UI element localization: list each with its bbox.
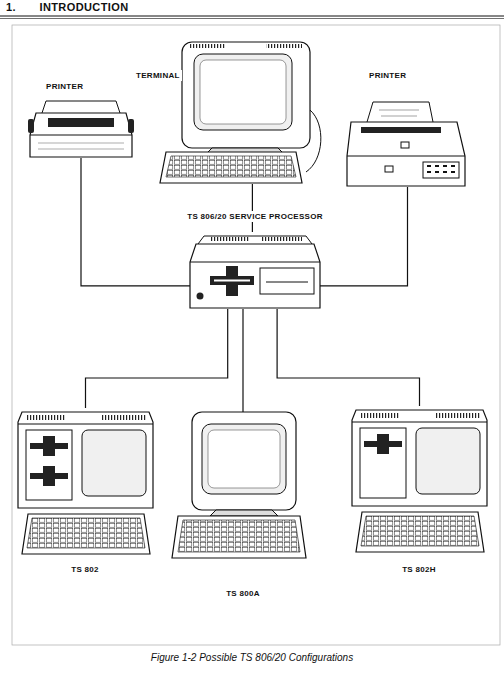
ts802h-drawing (360, 428, 406, 498)
service-processor-drawing (198, 236, 312, 244)
line-printer-drawing (385, 166, 393, 172)
dot-matrix-printer-drawing (28, 101, 134, 157)
device-label: TS 802H (400, 564, 438, 575)
line-printer-drawing (347, 122, 465, 186)
header-rule (0, 16, 504, 19)
dot-matrix-printer-drawing (128, 119, 134, 133)
device-label: TERMINAL (134, 70, 182, 81)
line-printer-drawing (379, 110, 419, 116)
figure-frame (12, 25, 500, 645)
ts800a-drawing (210, 510, 278, 516)
dot-matrix-printer-drawing (28, 119, 34, 133)
device-node: PRINTER (28, 95, 134, 158)
ts802-drawing (22, 514, 150, 554)
ts802h-drawing (416, 428, 480, 494)
cable-line (81, 158, 190, 286)
service-processor-drawing (190, 236, 320, 308)
cable-line (277, 309, 419, 406)
ts800a-drawing (208, 430, 280, 488)
ts802h-drawing (352, 410, 487, 552)
device-node: TS 806/20 SERVICE PROCESSOR (190, 232, 320, 309)
ts802h-drawing (352, 422, 487, 423)
ts802-drawing (18, 412, 153, 508)
terminal-drawing (160, 42, 321, 183)
ts800a-drawing (202, 424, 286, 494)
figure-caption: Figure 1-2 Possible TS 806/20 Configurat… (0, 651, 504, 664)
service-processor-drawing (262, 237, 302, 241)
terminal-drawing (200, 60, 286, 124)
service-processor-drawing (266, 282, 308, 283)
line-printer-drawing (347, 102, 465, 186)
device-label: PRINTER (367, 70, 408, 81)
terminal-drawing (306, 110, 321, 172)
ts800a-drawing (192, 412, 296, 510)
ts800a-drawing (172, 412, 306, 558)
line-printer-drawing (423, 162, 459, 178)
service-processor-drawing (197, 293, 204, 300)
ts802-drawing (27, 518, 145, 548)
ts802-drawing (82, 430, 146, 496)
ts802h-drawing (352, 410, 487, 506)
device-label: PRINTER (44, 81, 85, 92)
cable-line (320, 187, 408, 286)
dot-matrix-printer-drawing (42, 101, 120, 113)
terminal-drawing (160, 152, 302, 183)
ts802-drawing (43, 466, 55, 486)
cable-line (86, 309, 228, 408)
terminal-drawing (194, 54, 292, 130)
ts802h-drawing (360, 413, 400, 418)
ts802h-drawing (377, 434, 389, 454)
device-label: TS 800A (224, 588, 262, 599)
line-printer-drawing (367, 102, 433, 122)
terminal-drawing (182, 42, 310, 148)
line-printer-drawing (347, 156, 465, 157)
dot-matrix-printer-drawing (48, 118, 114, 127)
dot-matrix-printer-drawing (30, 113, 132, 157)
line-printer-drawing (427, 166, 455, 172)
device-node: TS 802H (352, 406, 487, 553)
service-processor-drawing (190, 262, 320, 263)
ts802-drawing (26, 430, 72, 500)
ts800a-drawing (178, 520, 300, 552)
ts800a-drawing (172, 516, 306, 558)
line-printer-drawing (361, 127, 441, 133)
dot-matrix-printer-drawing (38, 143, 124, 149)
terminal-drawing (166, 156, 296, 177)
device-node: TS 800A (172, 412, 314, 559)
terminal-drawing (266, 44, 302, 48)
cable-line (242, 309, 243, 412)
ts802-drawing (43, 436, 55, 456)
device-node: TERMINAL (160, 40, 325, 184)
dot-matrix-printer-drawing (30, 135, 132, 136)
ts802h-drawing (436, 413, 480, 418)
section-title: 1. INTRODUCTION (6, 1, 129, 14)
device-node: PRINTER (345, 100, 470, 187)
header-rule (0, 16, 504, 17)
ts802-drawing (18, 424, 153, 425)
ts802h-drawing (356, 512, 484, 552)
cable-line (252, 184, 253, 232)
device-node: TS 802 (18, 408, 153, 555)
ts802-drawing (26, 415, 66, 420)
ts802h-drawing (361, 516, 479, 546)
device-label: TS 802 (69, 564, 101, 575)
ts802-drawing (102, 415, 146, 420)
service-processor-drawing (210, 237, 250, 241)
terminal-drawing (190, 44, 226, 48)
service-processor-drawing (260, 268, 314, 294)
header-rule (0, 18, 504, 19)
device-label: TS 806/20 SERVICE PROCESSOR (185, 211, 325, 222)
ts802-drawing (18, 412, 153, 554)
service-processor-drawing (190, 244, 320, 308)
service-processor-drawing (214, 280, 250, 282)
line-printer-drawing (401, 142, 409, 148)
